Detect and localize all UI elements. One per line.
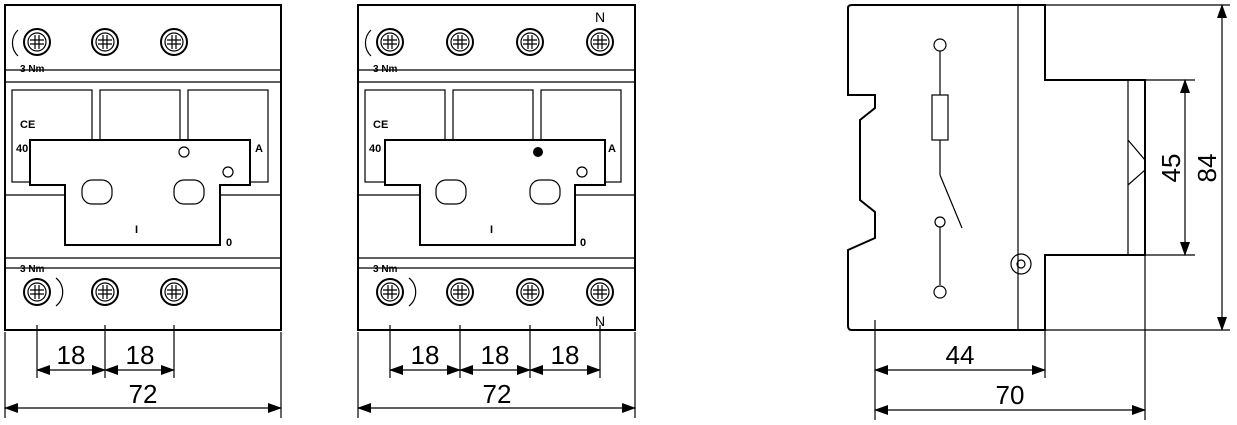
- neutral-label: N: [595, 9, 605, 25]
- housing-outline: [357, 4, 636, 331]
- rotation-arrow-icon: [364, 29, 372, 57]
- ce-mark: CE: [20, 119, 35, 131]
- lever-slot: [173, 179, 205, 205]
- side-view: 44 70 45 84: [847, 3, 1230, 420]
- ce-mark: CE: [373, 119, 388, 131]
- terminal-screw-icon: [91, 28, 119, 56]
- rotation-arrow-icon: [408, 277, 417, 307]
- pitch-dimension-label: 18: [411, 340, 440, 370]
- position-on-label: I: [490, 224, 493, 236]
- terminal-screw-icon: [516, 278, 544, 306]
- terminal-screw-icon: [23, 278, 51, 306]
- rotation-arrow-icon: [11, 29, 19, 57]
- lever-slot: [81, 179, 113, 205]
- front-view-3-pole: 3 Nm CE 40 A I 0 3 Nm 18 18 72: [4, 4, 282, 418]
- lever-slot: [435, 179, 467, 205]
- rotation-arrow-icon: [55, 277, 64, 307]
- indicator-icon: [222, 166, 234, 178]
- terminal-screw-icon: [446, 28, 474, 56]
- pitch-dimension-label: 18: [481, 340, 510, 370]
- terminal-screw-icon: [23, 28, 51, 56]
- pitch-dimension-label: 18: [126, 340, 155, 370]
- torque-label: 3 Nm: [20, 64, 45, 75]
- terminal-screw-icon: [160, 28, 188, 56]
- contact-terminal-icon: [934, 216, 946, 228]
- rating-unit: A: [255, 143, 263, 155]
- release-screw-icon: [1010, 253, 1032, 275]
- position-on-label: I: [135, 224, 138, 236]
- torque-label: 3 Nm: [20, 264, 45, 275]
- terminal-screw-icon: [586, 278, 614, 306]
- torque-label: 3 Nm: [373, 64, 398, 75]
- toggle-handle: [29, 139, 251, 246]
- dimension-lines: [4, 325, 282, 418]
- terminal-screw-icon: [376, 278, 404, 306]
- housing-outline: [4, 4, 282, 331]
- side-profile-outline: [847, 4, 1146, 331]
- depth-dimension-label: 70: [996, 380, 1025, 410]
- terminal-screw-icon: [516, 28, 544, 56]
- pitch-dimension-label: 18: [57, 340, 86, 370]
- contact-terminal-icon: [933, 38, 947, 52]
- terminal-screw-icon: [160, 278, 188, 306]
- rating-label: 40: [16, 143, 28, 155]
- position-off-label: 0: [580, 237, 586, 249]
- indicator-icon: [178, 146, 190, 158]
- neutral-label: N: [595, 313, 605, 329]
- height-dimension-label: 84: [1192, 154, 1222, 183]
- width-dimension-label: 72: [129, 379, 158, 409]
- terminal-screw-icon: [586, 28, 614, 56]
- torque-label: 3 Nm: [373, 264, 398, 275]
- toggle-handle: [384, 139, 606, 246]
- switch-contact-icon: [939, 174, 963, 229]
- width-dimension-label: 72: [483, 379, 512, 409]
- rating-label: 40: [369, 143, 381, 155]
- indicator-icon: [576, 166, 588, 178]
- height-dimension-label: 45: [1156, 154, 1186, 183]
- lever-slot: [529, 179, 561, 205]
- position-off-label: 0: [226, 237, 232, 249]
- terminal-screw-icon: [446, 278, 474, 306]
- depth-dimension-label: 44: [946, 340, 975, 370]
- fuse-symbol: [931, 94, 949, 141]
- pitch-dimension-label: 18: [551, 340, 580, 370]
- contact-terminal-icon: [933, 285, 947, 299]
- terminal-screw-icon: [376, 28, 404, 56]
- indicator-icon: [533, 147, 543, 157]
- rating-unit: A: [608, 143, 616, 155]
- front-view-4-pole: N 3 Nm CE 40 A I 0 3 Nm N 18 18 18 72: [357, 4, 636, 418]
- dimension-lines: [357, 325, 636, 418]
- dimension-lines: [874, 3, 1230, 420]
- terminal-screw-icon: [91, 278, 119, 306]
